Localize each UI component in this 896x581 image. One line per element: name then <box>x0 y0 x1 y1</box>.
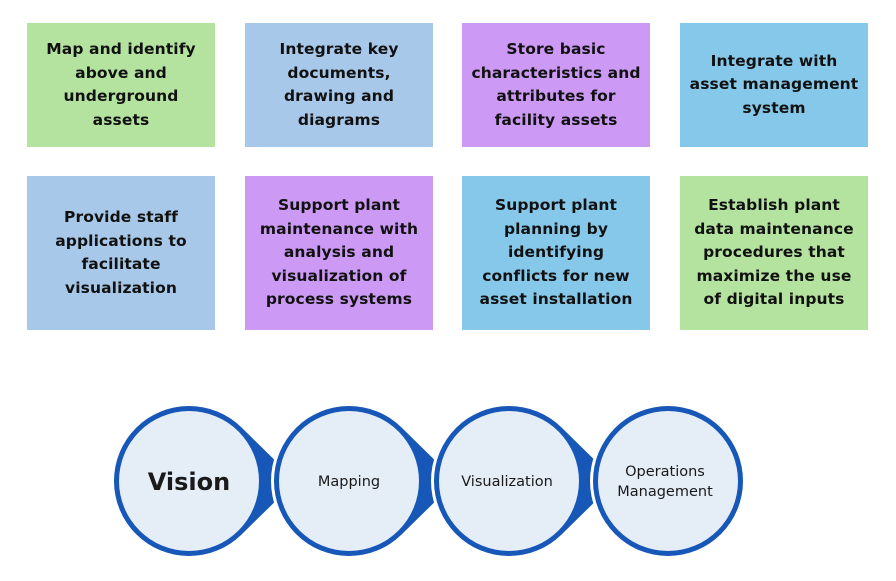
flow-step-label-line: Mapping <box>317 474 381 490</box>
flow-step-mapping-label: Mapping <box>318 472 380 492</box>
goal-box-store-attributes: Store basic characteristics and attribut… <box>462 23 650 147</box>
flow-step-label-line: Visualization <box>461 474 553 490</box>
goal-box-text: Map and identify above and underground a… <box>46 40 196 129</box>
flow-step-mapping <box>271 403 456 559</box>
flow-step-vision <box>114 406 296 556</box>
goal-box-text: Store basic characteristics and attribut… <box>471 40 641 129</box>
goal-box-integrate-asset-management: Integrate with asset management system <box>680 23 868 147</box>
flow-step-label-line: Operations <box>625 464 705 480</box>
goal-box-plant-planning: Support plant planning by identifying co… <box>462 176 650 330</box>
flow-circle-fill <box>598 411 738 551</box>
goal-box-map-assets: Map and identify above and underground a… <box>27 23 215 147</box>
goal-box-plant-maintenance: Support plant maintenance with analysis … <box>245 176 433 330</box>
flow-circle-fill <box>279 411 419 551</box>
flow-step-visualization <box>431 403 616 559</box>
goal-box-text: Integrate key documents, drawing and dia… <box>279 40 399 129</box>
goal-box-data-procedures: Establish plant data maintenance procedu… <box>680 176 868 330</box>
goal-box-staff-applications: Provide staff applications to facilitate… <box>27 176 215 330</box>
flow-step-operations-management <box>590 403 746 559</box>
goal-box-text: Support plant maintenance with analysis … <box>259 196 419 309</box>
goal-box-text: Integrate with asset management system <box>689 51 859 117</box>
goal-box-text: Establish plant data maintenance procedu… <box>694 196 854 309</box>
flow-circle-fill <box>439 411 579 551</box>
flow-step-visualization-label: Visualization <box>461 472 553 492</box>
goal-box-text: Provide staff applications to facilitate… <box>55 208 187 297</box>
goal-box-text: Support plant planning by identifying co… <box>479 196 633 309</box>
flow-step-vision-label: Vision <box>148 468 230 496</box>
flow-circle-fill <box>119 411 259 551</box>
flow-step-label-line: Vision <box>147 468 231 496</box>
flow-step-label-line: Management <box>617 484 713 500</box>
goal-box-integrate-documents: Integrate key documents, drawing and dia… <box>245 23 433 147</box>
